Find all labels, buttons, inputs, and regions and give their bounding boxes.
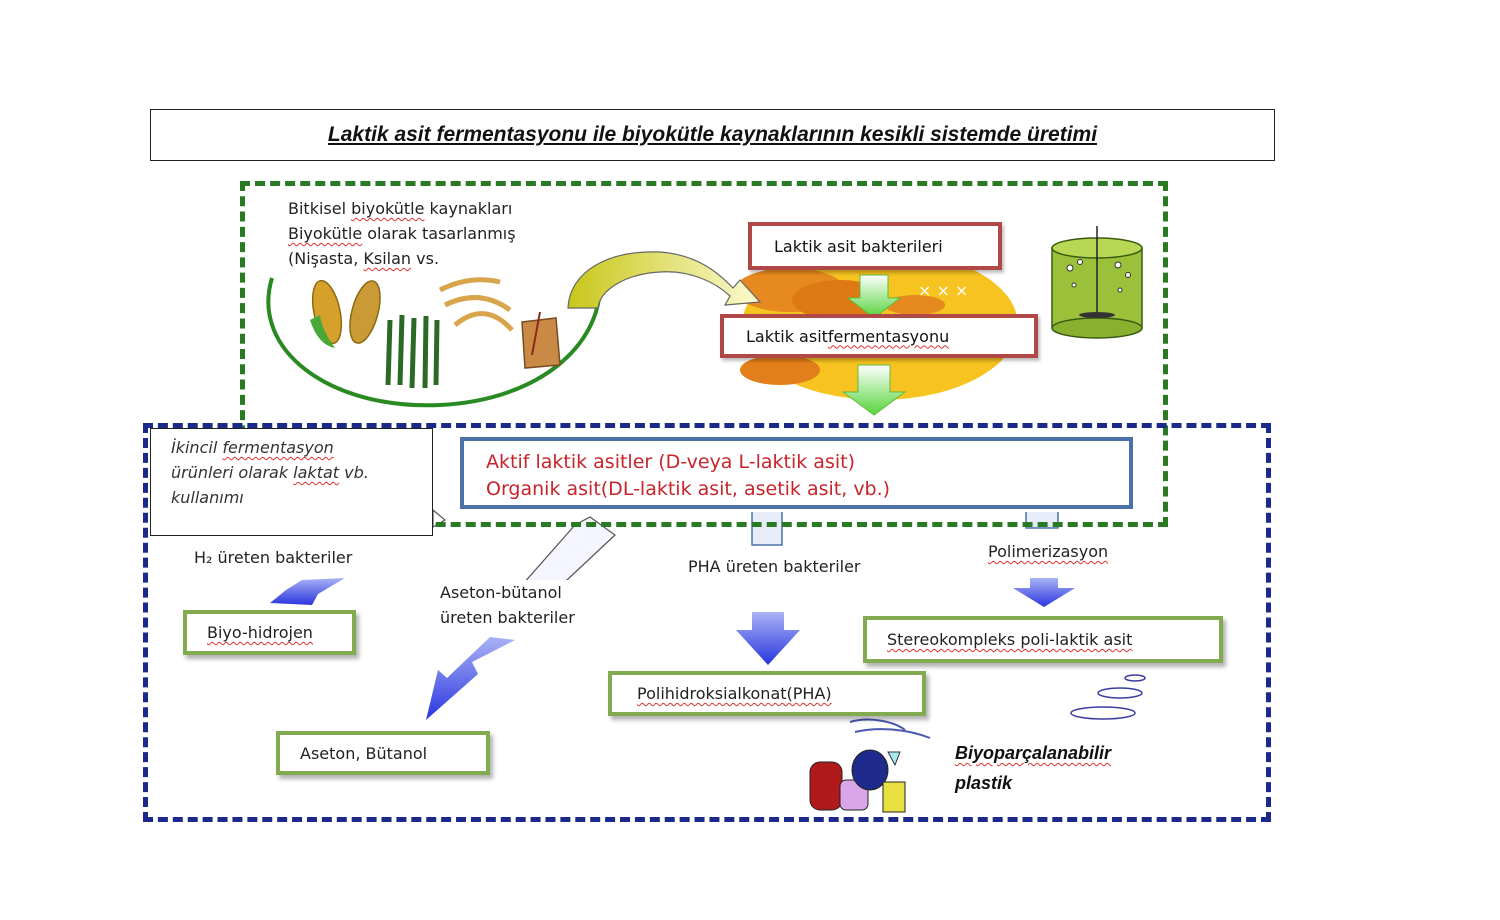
arrow-to-pha <box>736 612 800 665</box>
down-arrow-green <box>841 364 907 416</box>
h2-bacteria-label: H₂ üreten bakteriler <box>194 548 353 567</box>
grain-sack-icon <box>521 311 561 369</box>
biomass-source-text: Bitkisel biyokütle kaynakları Biyokütle … <box>288 196 516 271</box>
text-fragment: olarak tasarlanmış <box>362 224 516 243</box>
text-fragment: vs. <box>411 249 440 268</box>
arrow-to-stereocomplex <box>1013 578 1075 607</box>
text-fragment: vb. <box>339 463 369 482</box>
text-fragment: Bitkisel <box>288 199 352 218</box>
box-label: Laktik asit bakterileri <box>774 236 943 256</box>
diagram-title: Laktik asit fermentasyonu ile biyokütle … <box>327 123 1098 146</box>
arrow-to-acetone-butanol <box>426 637 515 720</box>
text-fragment: kaynakları <box>424 199 513 218</box>
text-fragment: kullanımı <box>171 488 244 507</box>
stereocomplex-pla-box: Stereokompleks poli-laktik asit <box>863 616 1223 663</box>
down-arrow-green <box>846 274 902 319</box>
box-label: Polihidroksialkonat(PHA) <box>637 684 832 703</box>
text-fragment: üreten bakteriler <box>440 608 575 627</box>
text-fragment: ürünleri olarak <box>171 463 294 482</box>
svg-text:× × ×: × × × <box>918 281 968 300</box>
plastic-products-icon <box>809 718 931 813</box>
lactic-acid-bacteria-box: Laktik asit bakterileri <box>748 222 1002 270</box>
text-fragment: plastik <box>955 773 1013 793</box>
sugarcane-icon <box>385 314 440 389</box>
text-fragment: laktat <box>293 463 340 482</box>
text-fragment: Aseton-bütanol <box>440 583 562 602</box>
text-fragment: Biyoparçalanabilir <box>955 743 1112 763</box>
fermentation-stage-frame <box>240 181 1168 527</box>
bioreactor-icon <box>1051 226 1143 339</box>
biomass-cycle-arc <box>266 277 602 408</box>
polymerization-label: Polimerizasyon <box>988 542 1109 561</box>
pha-bacteria-label: PHA üreten bakteriler <box>688 557 861 576</box>
text-fragment: İkincil <box>171 438 223 457</box>
products-stage-frame <box>143 423 1271 822</box>
box-label: fermentasyonu <box>827 326 950 346</box>
acetone-butanol-box: Aseton, Bütanol <box>276 731 490 775</box>
text-fragment: Biyokütle <box>288 224 363 243</box>
biohydrogen-box: Biyo-hidrojen <box>183 610 356 655</box>
pha-box: Polihidroksialkonat(PHA) <box>608 671 926 716</box>
arrow-to-biohydrogen <box>270 578 345 605</box>
lactic-acid-fermentation-box: Laktik asit fermentasyonu <box>720 314 1038 358</box>
lactic-acids-box: Aktif laktik asitler (D-veya L-laktik as… <box>460 437 1133 509</box>
text-fragment: (Nişasta, <box>288 249 364 268</box>
corn-icon <box>310 279 381 348</box>
text-fragment: Ksilan <box>363 249 412 268</box>
connector-arrow <box>751 512 783 546</box>
biodegradable-plastic-label: Biyoparçalanabilir plastik <box>955 738 1111 798</box>
bubbles-decoration <box>1070 674 1146 720</box>
box-label: Stereokompleks poli-laktik asit <box>887 630 1133 649</box>
secondary-fermentation-box: İkincil fermentasyon ürünleri olarak lak… <box>150 428 433 536</box>
text-fragment: biyokütle <box>351 199 425 218</box>
curved-arrow <box>567 251 762 309</box>
diagram-title-box: Laktik asit fermentasyonu ile biyokütle … <box>150 109 1275 161</box>
active-lactic-acids-label: Aktif laktik asitler (D-veya L-laktik as… <box>486 451 855 473</box>
wheat-icon <box>438 277 514 332</box>
acetone-butanol-bacteria-label: Aseton-bütanol üreten bakteriler <box>440 580 595 630</box>
box-label: Biyo-hidrojen <box>207 623 313 642</box>
organic-acids-label: Organik asit(DL-laktik asit, asetik asit… <box>486 478 891 500</box>
box-label: Aseton, Bütanol <box>300 743 428 763</box>
text-fragment: fermentasyon <box>222 438 334 457</box>
box-label: Laktik asit <box>746 326 828 346</box>
